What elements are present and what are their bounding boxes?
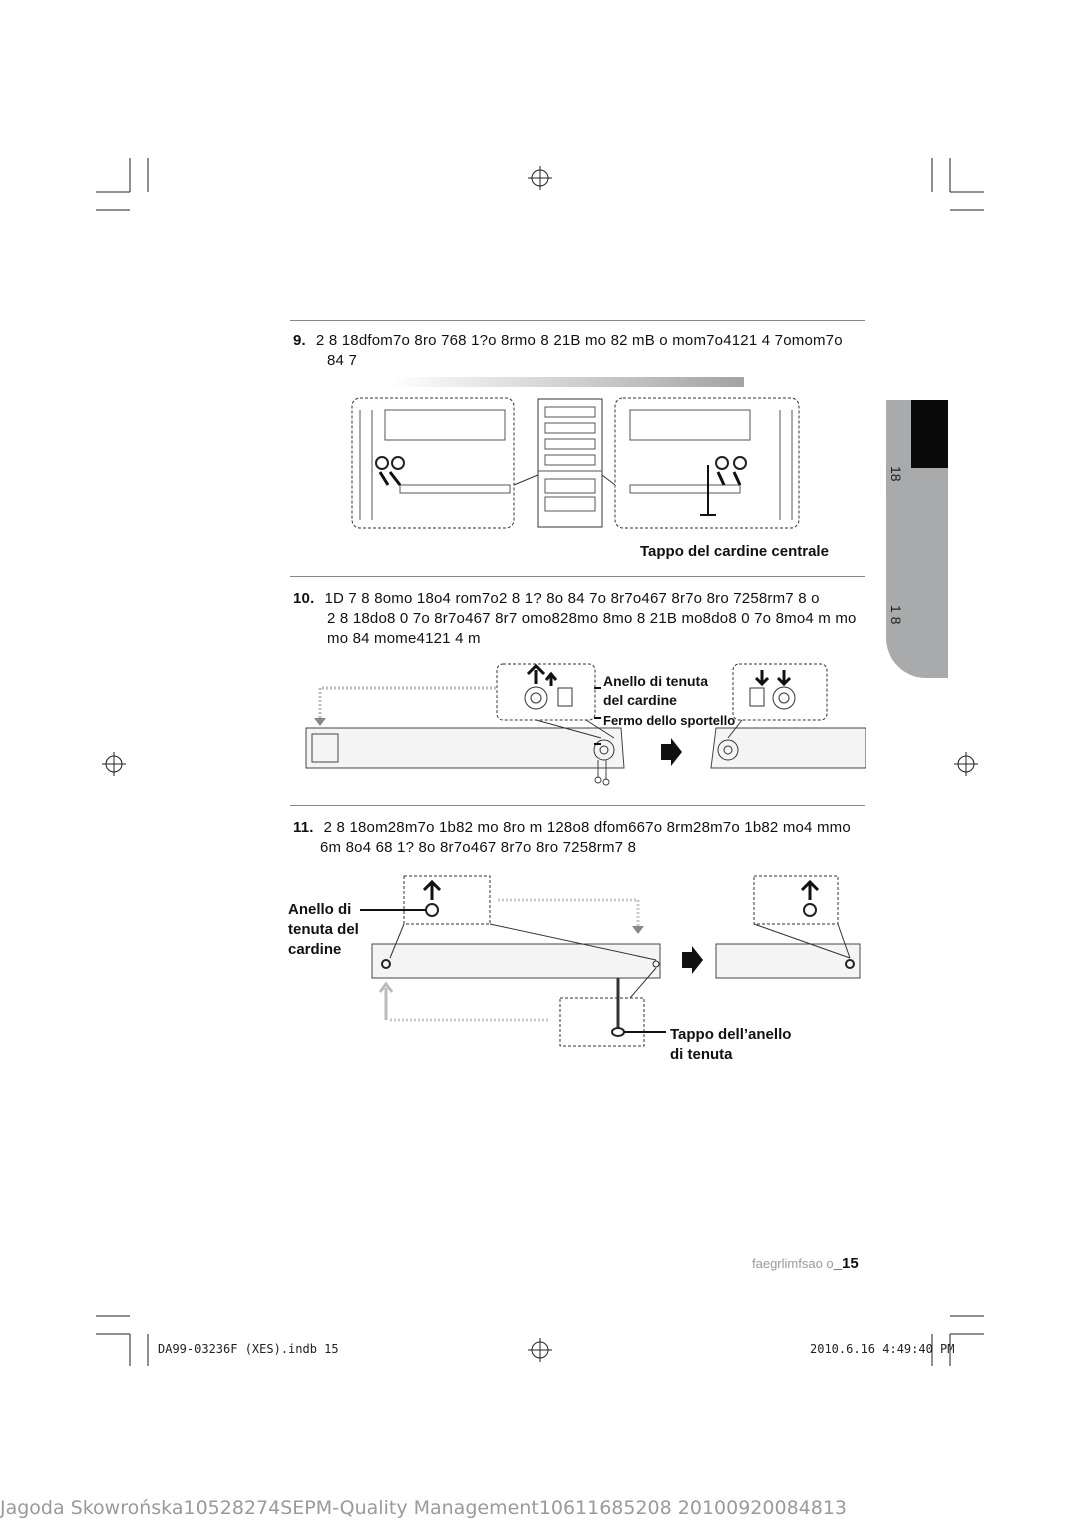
- label-seal-ring-cap: Tappo dell’anello di tenuta: [670, 1025, 791, 1065]
- chapter-tab-marker: [911, 400, 948, 468]
- page-footer-text: faegrlimfsao o: [752, 1256, 834, 1271]
- label-hinge-seal-ring-left: Anello di tenuta del cardine: [288, 900, 359, 960]
- label-line: Anello di: [288, 901, 352, 918]
- label-door-stopper: Fermo dello sportello: [603, 713, 736, 728]
- label-hinge-seal-ring: Anello di tenuta: [603, 673, 708, 689]
- chapter-side-tab: [886, 400, 948, 678]
- watermark: Jagoda Skowrońska10528274SEPM-Quality Ma…: [0, 1497, 848, 1519]
- arrow-right-icon: [661, 738, 682, 766]
- step-number: 9.: [293, 332, 306, 349]
- registration-mark-icon: [102, 166, 978, 1362]
- step-11: 11. 2 8 18om28m7o 1b82 mo 8ro m 128o8 dfo…: [293, 818, 851, 858]
- label-line: tenuta del: [288, 921, 359, 938]
- side-tab-label-top: 18: [888, 466, 904, 482]
- step-number: 10.: [293, 590, 315, 607]
- step-text-line: mo 84 mome4121 4 m: [327, 630, 481, 647]
- page-footer: faegrlimfsao o_15: [752, 1255, 859, 1272]
- step-11-illustration: [360, 875, 861, 1047]
- label-line: di tenuta: [670, 1046, 733, 1063]
- print-timestamp: 2010.6.16 4:49:40 PM: [810, 1342, 955, 1356]
- page-number: _15: [833, 1255, 859, 1272]
- step-9-illustration: [351, 377, 800, 529]
- step-10: 10. 1D 7 8 8omo 18o4 rom7o2 8 1? 8o 84 7o…: [293, 589, 857, 649]
- step-text-line: 6m 8o4 68 1? 8o 8r7o467 8r7o 8ro 7258rm7…: [320, 839, 637, 856]
- step-text-line: 2 8 18dfom7o 8ro 768 1?o 8rmo 8 21B mo 8…: [315, 332, 843, 349]
- arrow-right-icon: [682, 946, 703, 974]
- hinge-cap-icon: [375, 456, 389, 470]
- step-text-line: 2 8 18om28m7o 1b82 mo 8ro m 128o8 dfom66…: [323, 819, 851, 836]
- divider: [290, 576, 865, 577]
- print-file-name: DA99-03236F (XES).indb 15: [158, 1342, 339, 1356]
- step-number: 11.: [293, 819, 314, 836]
- step-text-line: 2 8 18do8 0 7o 8r7o467 8r7 omo828mo 8mo …: [327, 610, 857, 627]
- label-center-hinge-cap: Tappo del cardine centrale: [640, 543, 829, 560]
- step-text-line: 84 7: [327, 352, 357, 369]
- label-line: Tappo dell’anello: [670, 1026, 792, 1043]
- divider: [290, 320, 865, 321]
- side-tab-label-bottom: 1 8: [888, 605, 904, 625]
- label-hinge-seal-ring-2: del cardine: [603, 692, 677, 708]
- divider: [290, 805, 865, 806]
- label-line: cardine: [288, 941, 342, 958]
- step-10-illustration: [305, 663, 866, 786]
- step-9: 9. 2 8 18dfom7o 8ro 768 1?o 8rmo 8 21B mo…: [293, 331, 843, 371]
- fridge-icon: [537, 398, 603, 528]
- step-text-line: 1D 7 8 8omo 18o4 rom7o2 8 1? 8o 84 7o 8r…: [324, 590, 820, 607]
